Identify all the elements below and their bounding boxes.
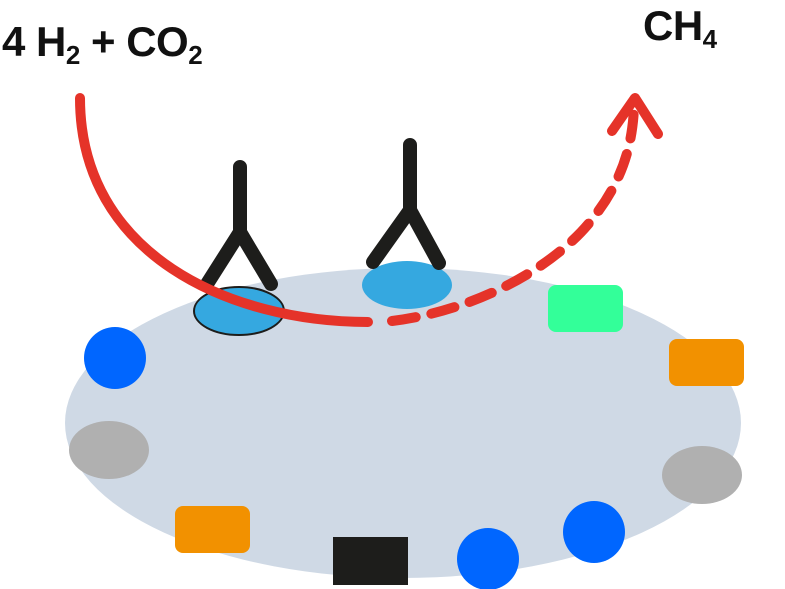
gray-protein [662,446,742,504]
orange-protein [175,506,250,553]
subscript: 2 [65,40,80,70]
arrowhead-icon [607,93,663,139]
hydrogen: H [36,18,66,65]
orange-protein [669,339,744,386]
coefficient: 4 [2,18,25,65]
product-label: CH4 [643,2,717,55]
antibody-receptor [200,160,278,291]
black-protein [333,537,408,585]
carbon-dioxide: CO [126,18,189,65]
blue-protein [457,528,519,589]
gray-protein [69,421,149,479]
reaction-arrow-dashed [387,103,639,326]
blue-protein [84,327,146,389]
blue-protein [563,501,625,563]
reactants-label: 4 H2 + CO2 [2,18,203,71]
subscript: 2 [188,40,203,70]
plus-sign: + [91,18,116,65]
green-protein [548,285,623,332]
reaction-arrow-solid [75,93,373,327]
cell-membrane [65,268,741,578]
receptor-base [362,261,452,309]
antibody-receptor [366,138,446,270]
methane: CH [643,2,703,49]
subscript: 4 [702,24,717,54]
